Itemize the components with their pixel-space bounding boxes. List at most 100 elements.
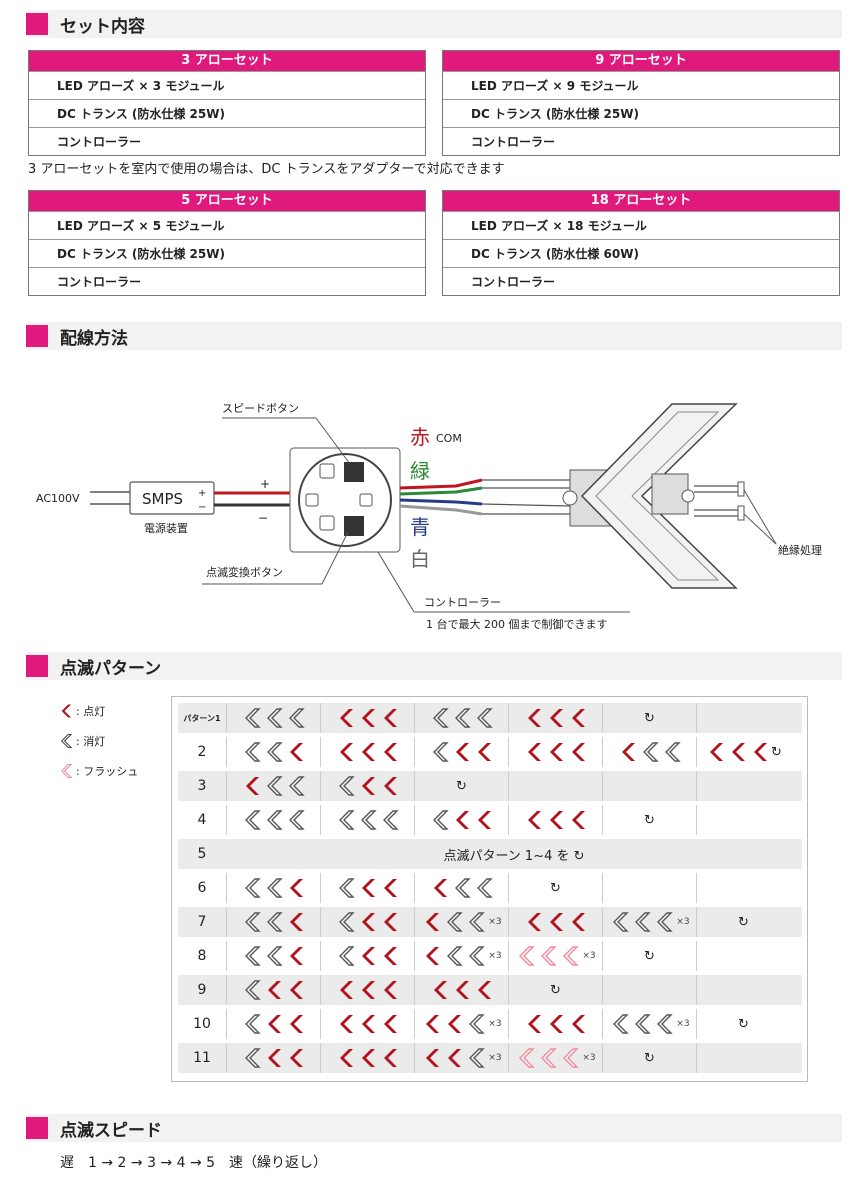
pattern-cell [696, 1043, 790, 1073]
chevron-on-icon [267, 1049, 281, 1067]
chevron-on-icon [361, 981, 375, 999]
speed-cycle-icon: ↻ [644, 812, 655, 828]
pattern-cell [320, 737, 414, 767]
repeat-count: ×3 [488, 917, 502, 927]
repeat-count: ×3 [676, 1019, 690, 1029]
chevron-off-icon [360, 810, 377, 830]
section-title: 配線方法 [60, 328, 128, 349]
chevron-on-icon [267, 981, 281, 999]
chevron-flash-icon [541, 1048, 558, 1068]
pattern-cell [508, 907, 602, 937]
pattern-cell [414, 805, 508, 835]
pattern-cell [696, 805, 790, 835]
set-row: コントローラー [29, 127, 425, 155]
pattern-cell [508, 737, 602, 767]
repeat-count: ×3 [582, 1053, 596, 1063]
speed-cycle-icon: ↻ [573, 848, 585, 864]
chevron-on-icon [621, 743, 635, 761]
legend-flash-label: : フラッシュ [76, 765, 139, 778]
repeat-count: ×3 [488, 1019, 502, 1029]
wire-red-label: 赤 [410, 425, 430, 449]
chevron-on-icon [426, 1049, 440, 1067]
chevron-off-icon [469, 1048, 486, 1068]
pattern-cell: ×3 [602, 1009, 696, 1039]
pattern-cell [226, 975, 320, 1005]
chevron-on-icon [477, 981, 491, 999]
pattern-cell: ×3 [414, 941, 508, 971]
pattern-cell: ×3 [414, 907, 508, 937]
chevron-on-icon [383, 1049, 397, 1067]
chevron-off-icon [432, 708, 449, 728]
chevron-on-icon [571, 743, 585, 761]
chevron-off-icon [469, 1014, 486, 1034]
chevron-on-icon [549, 811, 563, 829]
pattern-number: 3 [197, 778, 207, 794]
smps-minus: − [198, 502, 206, 513]
pattern-cell [508, 703, 602, 733]
chevron-off-icon [244, 946, 261, 966]
speed-cycle-icon: ↻ [644, 948, 655, 964]
chevron-on-icon [289, 743, 303, 761]
chevron-off-icon [266, 776, 283, 796]
set-row: DC トランス (防水仕様 25W) [443, 99, 839, 127]
ac-label: AC100V [36, 492, 80, 505]
pattern-cell: ×3 [602, 907, 696, 937]
chevron-off-icon [432, 742, 449, 762]
chevron-off-icon [266, 946, 283, 966]
repeat-count: ×3 [676, 917, 690, 927]
speed-cycle-icon: ↻ [550, 880, 561, 896]
chevron-on-icon [448, 1015, 462, 1033]
pattern-cell [226, 1009, 320, 1039]
smps-plus: + [198, 488, 206, 499]
chevron-on-icon [361, 947, 375, 965]
speed-sequence: 遅 1 → 2 → 3 → 4 → 5 速（繰り返し） [60, 1155, 328, 1171]
pattern-cell: ×3 [508, 1043, 602, 1073]
chevron-on-icon [754, 743, 768, 761]
pattern-cell [602, 737, 696, 767]
pattern-cell [226, 771, 320, 801]
chevron-off-icon [288, 810, 305, 830]
chevron-on-icon [426, 913, 440, 931]
chevron-on-icon [571, 811, 585, 829]
pattern-cell [226, 703, 320, 733]
pattern-cell [320, 771, 414, 801]
chevron-on-icon [527, 913, 541, 931]
chevron-on-icon [339, 981, 353, 999]
pattern-cell: ×3 [414, 1043, 508, 1073]
chevron-off-icon [338, 912, 355, 932]
chevron-on-icon [383, 709, 397, 727]
chevron-on-icon [289, 879, 303, 897]
wiring-diagram: AC100V SMPS + − 電源装置 + − スピードボタン 点滅変換ボタン… [36, 402, 822, 631]
chevron-on-icon [477, 811, 491, 829]
pattern-cell [414, 737, 508, 767]
chevron-off-icon [469, 946, 486, 966]
chevron-off-icon [338, 946, 355, 966]
chevron-on-icon [433, 981, 447, 999]
chevron-off-icon [266, 742, 283, 762]
wire-green-label: 緑 [410, 459, 430, 483]
chevron-on-icon [426, 947, 440, 965]
pattern-cell [602, 975, 696, 1005]
section-marker [26, 13, 48, 35]
chevron-off-icon [266, 708, 283, 728]
chevron-off-icon [244, 708, 261, 728]
chevron-off-icon [657, 1014, 674, 1034]
chevron-on-icon [455, 981, 469, 999]
chevron-on-icon [383, 1015, 397, 1033]
chevron-flash-icon [563, 946, 580, 966]
pattern-row: 9↻ [178, 975, 802, 1005]
chevron-on-icon [383, 913, 397, 931]
chevron-on-icon [455, 811, 469, 829]
chevron-on-icon [426, 1015, 440, 1033]
chevron-on-icon [383, 981, 397, 999]
pattern-cell [320, 873, 414, 903]
chevron-off-icon [454, 878, 471, 898]
chevron-on-icon [571, 913, 585, 931]
smps-box [129, 481, 215, 515]
pattern-cell: ×3 [508, 941, 602, 971]
pattern-number: 11 [193, 1050, 211, 1066]
section-title: 点滅スピード [60, 1120, 162, 1141]
chevron-on-icon [339, 743, 353, 761]
chevron-off-icon [266, 912, 283, 932]
